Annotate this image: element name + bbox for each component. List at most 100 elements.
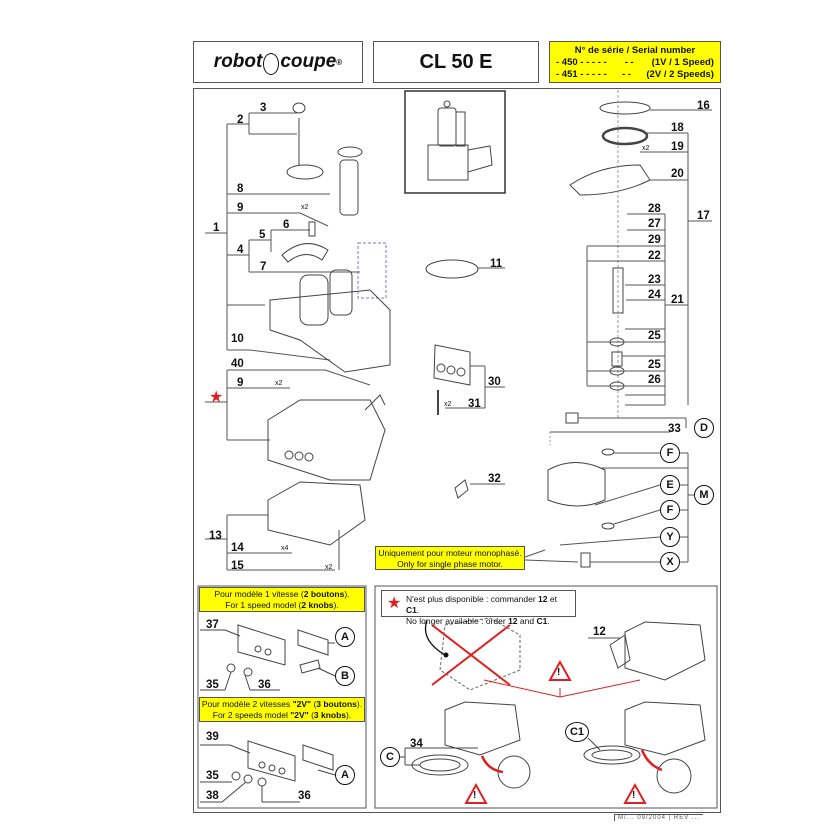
warning-glyph: ! — [557, 667, 561, 678]
ref-circle-a: A — [335, 765, 355, 785]
switch-icon — [454, 479, 469, 499]
revision-footer: M/... 09/2004 | REV ... — [614, 814, 703, 821]
part-label: 40 — [231, 358, 244, 370]
quantity-label: x2 — [642, 145, 650, 152]
text-bold: 12 — [538, 594, 548, 604]
part-label: 16 — [697, 100, 710, 112]
text: No longer available : order — [406, 616, 509, 626]
part-label: 11 — [490, 258, 503, 270]
note-fr: Pour modèle 1 vitesse (2 boutons). — [200, 589, 364, 600]
warning-glyph: ! — [473, 790, 477, 801]
note-fr: Pour modèle 2 vitesses "2V" (3 boutons). — [200, 699, 364, 710]
part-label: 37 — [206, 619, 219, 631]
quantity-label: x4 — [281, 545, 289, 552]
cross-out-line — [431, 624, 511, 686]
ref-circle-m: M — [694, 485, 714, 505]
part-label: 25 — [648, 359, 661, 371]
part-label: 30 — [488, 376, 501, 388]
latch-kit-dashed-frame — [357, 242, 387, 299]
part-label: 8 — [237, 183, 244, 195]
text-bold: 2 knobs — [301, 600, 334, 610]
unavailable-note: ★ N'est plus disponible : commander 12 e… — [381, 590, 576, 626]
part-label: 34 — [410, 738, 423, 750]
tree-part-13 — [205, 514, 340, 571]
red-arrows — [483, 679, 641, 698]
machine-thumbnail-frame — [404, 90, 506, 194]
part-label: 27 — [648, 218, 661, 230]
text: ( — [308, 710, 314, 720]
part-label: 38 — [206, 790, 219, 802]
warning-glyph: ! — [632, 790, 636, 801]
shaft-icon — [612, 267, 624, 314]
housing-with-cable-c1-icon — [583, 701, 706, 794]
text: . — [416, 605, 420, 615]
text: Pour modèle 2 vitesses — [201, 699, 293, 709]
blade-disc-icon — [425, 259, 479, 279]
part-label: 24 — [648, 289, 661, 301]
control-board-icon — [433, 344, 471, 386]
brand-logo-right: coupe — [280, 51, 337, 72]
red-pointer-arrow — [480, 755, 504, 774]
machine-thumbnail-icon — [427, 100, 493, 181]
text: and — [517, 616, 537, 626]
ref-circle-x: X — [660, 552, 680, 572]
text: ). — [333, 600, 339, 610]
text: et — [547, 594, 557, 604]
serial-title: N° de série / Serial number — [574, 45, 696, 56]
replacement-panel-frame — [374, 585, 718, 809]
text-bold: 3 boutons — [316, 699, 357, 709]
part-label: 17 — [697, 210, 710, 222]
text: ). — [346, 710, 352, 720]
single-phase-note: Uniquement pour moteur monophasé. Only f… — [375, 546, 525, 570]
quantity-label: x2 — [275, 380, 283, 387]
part-label: 3 — [260, 102, 267, 114]
part-label: 21 — [671, 294, 684, 306]
note-en: For 2 speeds model "2V" (3 knobs). — [200, 710, 364, 721]
text-bold: 2 boutons — [303, 589, 345, 599]
part-label: 20 — [671, 168, 684, 180]
part-label: 6 — [283, 219, 290, 231]
part-label: 5 — [259, 229, 266, 241]
part-label: 28 — [648, 203, 661, 215]
unavailable-star-icon: ★ — [209, 389, 224, 406]
note-fr: Uniquement pour moteur monophasé. — [378, 548, 522, 558]
serial-row: - 451 - - - - -- -(2V / 2 Speeds) — [556, 69, 714, 81]
one-speed-drawing — [200, 624, 336, 691]
drive-plate-icon — [569, 164, 651, 196]
text-bold: C1 — [536, 616, 548, 626]
part-label: 35 — [206, 679, 219, 691]
ref-circle-a: A — [335, 627, 355, 647]
motor-icon — [547, 462, 606, 507]
text-bold: C1 — [406, 605, 417, 615]
serial-code: - 450 - - - - - — [556, 57, 607, 68]
part-label: 13 — [209, 530, 222, 542]
ref-circle-d: D — [694, 418, 714, 438]
serial-row: - 450 - - - - -- -(1V / 1 Speed) — [556, 57, 714, 69]
part-label: 29 — [648, 234, 661, 246]
part-label: 9 — [237, 377, 244, 389]
part-label: 1 — [213, 222, 220, 234]
part-label: 2 — [237, 114, 244, 126]
note-en: Only for single phase motor. — [397, 559, 503, 569]
motor-housing-icon — [267, 394, 386, 481]
part-label: 31 — [468, 398, 481, 410]
text: ( — [311, 699, 317, 709]
registered-mark: ® — [336, 57, 343, 67]
part-label: 32 — [488, 473, 501, 485]
part-label: 36 — [258, 679, 271, 691]
note-en: For 1 speed model (2 knobs). — [200, 600, 364, 611]
old-motor-housing-icon — [439, 617, 521, 691]
new-housing-12-icon — [609, 621, 706, 681]
part-label: 7 — [260, 261, 267, 273]
part-label: 18 — [671, 122, 684, 134]
text: For 2 speeds model — [212, 710, 291, 720]
ref-circle-c: C — [380, 747, 400, 767]
red-pointer-arrow — [640, 749, 663, 772]
part-label: 36 — [298, 790, 311, 802]
text-bold: 3 knobs — [313, 710, 347, 720]
note-en: No longer available : order 12 and C1. — [406, 616, 571, 627]
text: N'est plus disponible : commander — [406, 594, 539, 604]
part-label: 15 — [231, 560, 244, 572]
ref-circle-e: E — [660, 475, 680, 495]
